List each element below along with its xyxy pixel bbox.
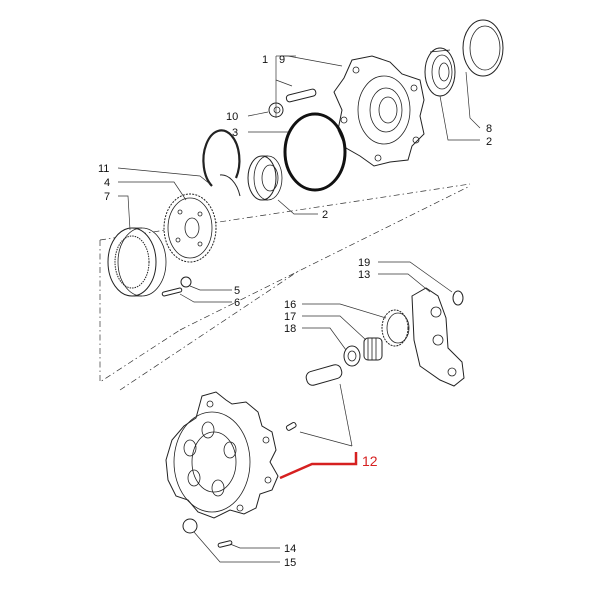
label-5: 5 (234, 285, 240, 297)
planet-shaft-part (305, 364, 343, 386)
label-3: 3 (232, 127, 238, 139)
ring-gear-part (107, 227, 167, 297)
pin-part (285, 88, 317, 103)
label-17: 17 (284, 311, 296, 323)
label-6: 6 (234, 297, 240, 309)
needle-bearing-part (363, 337, 383, 361)
small-bolt-part (161, 276, 192, 297)
gear-carrier-part (163, 193, 217, 263)
leader-lines (117, 55, 481, 563)
wheel-housing-part (165, 391, 279, 519)
label-2-mid: 2 (322, 209, 328, 221)
label-2-top: 2 (486, 136, 492, 148)
highlight-leader-12 (279, 452, 358, 480)
label-9: 9 (279, 54, 285, 66)
label-12: 12 (362, 453, 378, 469)
snap-ring-part (202, 129, 241, 197)
hub-flange-part (333, 55, 425, 167)
top-bearing-part (424, 47, 456, 97)
middle-bearing-part (247, 155, 283, 201)
assembly-axis-lines (99, 183, 471, 391)
label-19: 19 (358, 257, 370, 269)
o-ring-part (283, 112, 347, 192)
housing-bolt-part (285, 422, 297, 431)
label-10: 10 (226, 111, 238, 123)
label-4: 4 (104, 177, 110, 189)
label-13: 13 (358, 269, 370, 281)
planet-gear-part (381, 309, 410, 347)
label-18: 18 (284, 323, 296, 335)
label-8: 8 (486, 123, 492, 135)
label-1: 1 (262, 54, 268, 66)
label-16: 16 (284, 299, 296, 311)
thrust-washer-part (343, 345, 361, 367)
label-15: 15 (284, 557, 296, 569)
bracket-plate-part (411, 287, 465, 387)
label-7: 7 (104, 191, 110, 203)
label-14: 14 (284, 543, 296, 555)
seal-ring-part (462, 19, 504, 77)
label-11: 11 (98, 163, 109, 175)
wheel-nut-part (182, 518, 233, 548)
